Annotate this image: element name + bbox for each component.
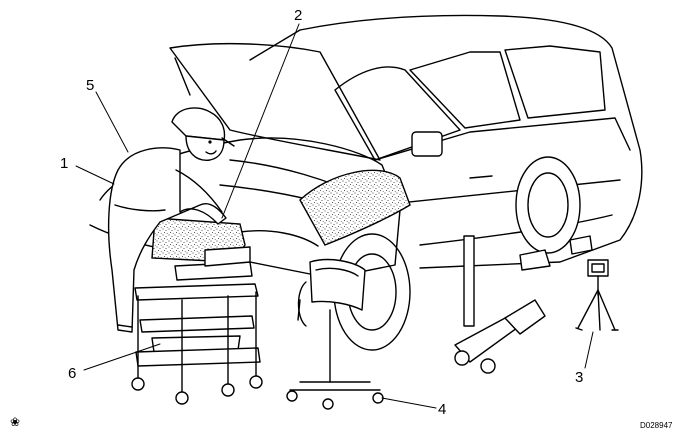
callout-3: 3 <box>575 369 583 386</box>
vehicle-rear-window <box>504 45 606 119</box>
technician-body <box>107 147 227 333</box>
vehicle-rear-door-window <box>409 51 521 129</box>
jack-handle <box>463 235 475 327</box>
callout-4: 4 <box>438 401 446 418</box>
wheel-chock-left <box>519 249 551 271</box>
callout-2: 2 <box>294 7 302 24</box>
tool-cart <box>131 246 263 405</box>
wheel-chock-right <box>569 235 593 255</box>
callout-6: 6 <box>68 365 76 382</box>
work-lamp <box>286 258 384 410</box>
callout-labels: 1 2 3 4 5 6 <box>60 7 583 418</box>
jack-stand <box>575 259 619 331</box>
callout-5: 5 <box>86 77 94 94</box>
floor-jack <box>454 235 546 374</box>
callout-1: 1 <box>60 155 68 172</box>
leader-lines <box>75 23 594 409</box>
vehicle-front-window <box>334 66 461 161</box>
fender-cover <box>299 169 411 246</box>
vehicle <box>89 14 643 351</box>
rear-wheel <box>515 156 581 254</box>
jack-stand-saddle <box>587 259 609 277</box>
technician <box>107 107 235 333</box>
corner-mark: ❀ <box>10 415 20 429</box>
technician-cap <box>171 107 226 141</box>
figure-code: D028947 <box>640 421 673 430</box>
side-mirror <box>411 131 443 157</box>
